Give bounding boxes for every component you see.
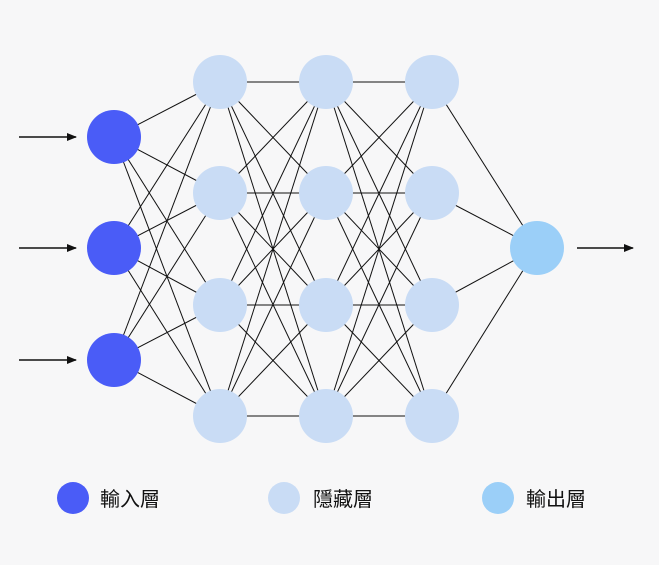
nodes-layer bbox=[87, 55, 564, 443]
connection-l3n0-l4n0 bbox=[431, 81, 538, 249]
hidden-node-l2-1 bbox=[299, 55, 353, 109]
connection-l0n2-l1n0 bbox=[113, 81, 221, 361]
connection-l1n3-l2n0 bbox=[219, 81, 327, 417]
hidden-node-l3-1 bbox=[405, 55, 459, 109]
hidden-node-l2-4 bbox=[299, 389, 353, 443]
connection-l0n1-l1n0 bbox=[113, 81, 221, 249]
hidden-node-l2-3 bbox=[299, 278, 353, 332]
hidden-node-l1-1 bbox=[193, 55, 247, 109]
connection-l2n3-l3n1 bbox=[325, 192, 433, 417]
legend-input-label: 輸入層 bbox=[100, 487, 160, 511]
legend-input-swatch bbox=[57, 482, 89, 514]
connection-l2n2-l3n0 bbox=[325, 81, 433, 306]
hidden-node-l3-2 bbox=[405, 166, 459, 220]
hidden-node-l3-3 bbox=[405, 278, 459, 332]
hidden-node-l3-4 bbox=[405, 389, 459, 443]
input-node-2 bbox=[87, 221, 141, 275]
output-node-1 bbox=[510, 221, 564, 275]
connection-l0n2-l1n1 bbox=[113, 192, 221, 361]
hidden-node-l1-4 bbox=[193, 389, 247, 443]
legend-hidden-label: 隱藏層 bbox=[313, 487, 373, 511]
legend-item-input: 輸入層 bbox=[57, 482, 160, 514]
hidden-node-l2-2 bbox=[299, 166, 353, 220]
legend-output-label: 輸出層 bbox=[526, 487, 586, 511]
input-node-1 bbox=[87, 110, 141, 164]
input-node-3 bbox=[87, 333, 141, 387]
hidden-node-l1-3 bbox=[193, 278, 247, 332]
connections-layer bbox=[113, 81, 538, 417]
arrows-layer bbox=[19, 133, 634, 364]
legend: 輸入層 隱藏層 輸出層 bbox=[57, 482, 586, 514]
legend-item-hidden: 隱藏層 bbox=[268, 482, 373, 514]
legend-output-swatch bbox=[482, 482, 514, 514]
connection-l2n3-l3n0 bbox=[325, 81, 433, 417]
hidden-node-l1-2 bbox=[193, 166, 247, 220]
connection-l1n2-l2n0 bbox=[219, 81, 327, 306]
legend-item-output: 輸出層 bbox=[482, 482, 586, 514]
connection-l3n3-l4n0 bbox=[431, 247, 538, 417]
connection-l1n3-l2n1 bbox=[219, 192, 327, 417]
legend-hidden-swatch bbox=[268, 482, 300, 514]
